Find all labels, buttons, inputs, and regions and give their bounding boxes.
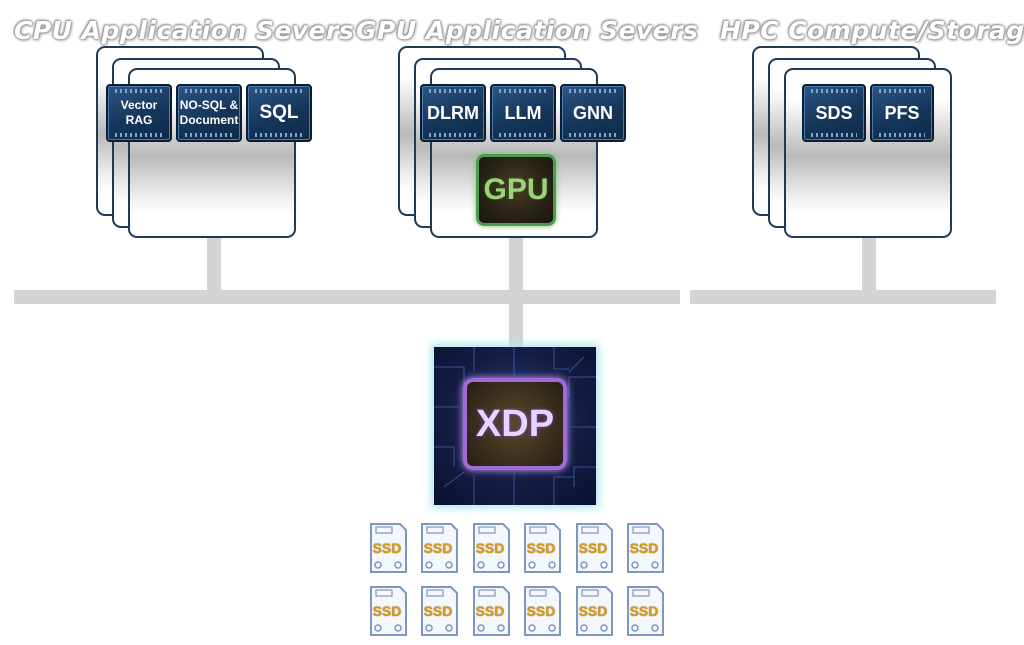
gpu-group-title: GPU Application Severs <box>356 16 699 45</box>
chip-sds: SDS <box>802 84 866 142</box>
hpc-group-title: HPC Compute/Storage <box>720 16 1024 45</box>
ssd-drive-icon: SSD <box>469 583 511 639</box>
chip-gnn: GNN <box>560 84 626 142</box>
chip-vector-rag: Vector RAG <box>106 84 172 142</box>
chip-pfs: PFS <box>870 84 934 142</box>
gpu-chip-icon: GPU <box>476 154 556 226</box>
network-bus-left <box>14 290 680 304</box>
xdp-link <box>509 302 523 348</box>
ssd-drive-icon: SSD <box>417 520 459 576</box>
xdp-label: XDP <box>463 378 567 470</box>
chip-dlrm: DLRM <box>420 84 486 142</box>
hpc-link <box>862 236 876 292</box>
ssd-drive-icon: SSD <box>366 583 408 639</box>
ssd-drive-icon: SSD <box>572 583 614 639</box>
chip-nosql-document: NO-SQL & Document <box>176 84 242 142</box>
ssd-drive-icon: SSD <box>469 520 511 576</box>
ssd-drive-icon: SSD <box>520 520 562 576</box>
ssd-drive-icon: SSD <box>417 583 459 639</box>
cpu-group-title: CPU Application Severs <box>14 16 355 45</box>
chip-sql: SQL <box>246 84 312 142</box>
xdp-chip-icon: XDP <box>434 347 596 505</box>
circuit-traces <box>434 347 596 505</box>
ssd-drive-icon: SSD <box>366 520 408 576</box>
chip-llm: LLM <box>490 84 556 142</box>
ssd-drive-icon: SSD <box>623 583 665 639</box>
ssd-drive-icon: SSD <box>572 520 614 576</box>
cpu-link <box>207 236 221 292</box>
gpu-link <box>509 236 523 292</box>
ssd-drive-icon: SSD <box>623 520 665 576</box>
ssd-drive-icon: SSD <box>520 583 562 639</box>
network-bus-right <box>690 290 996 304</box>
